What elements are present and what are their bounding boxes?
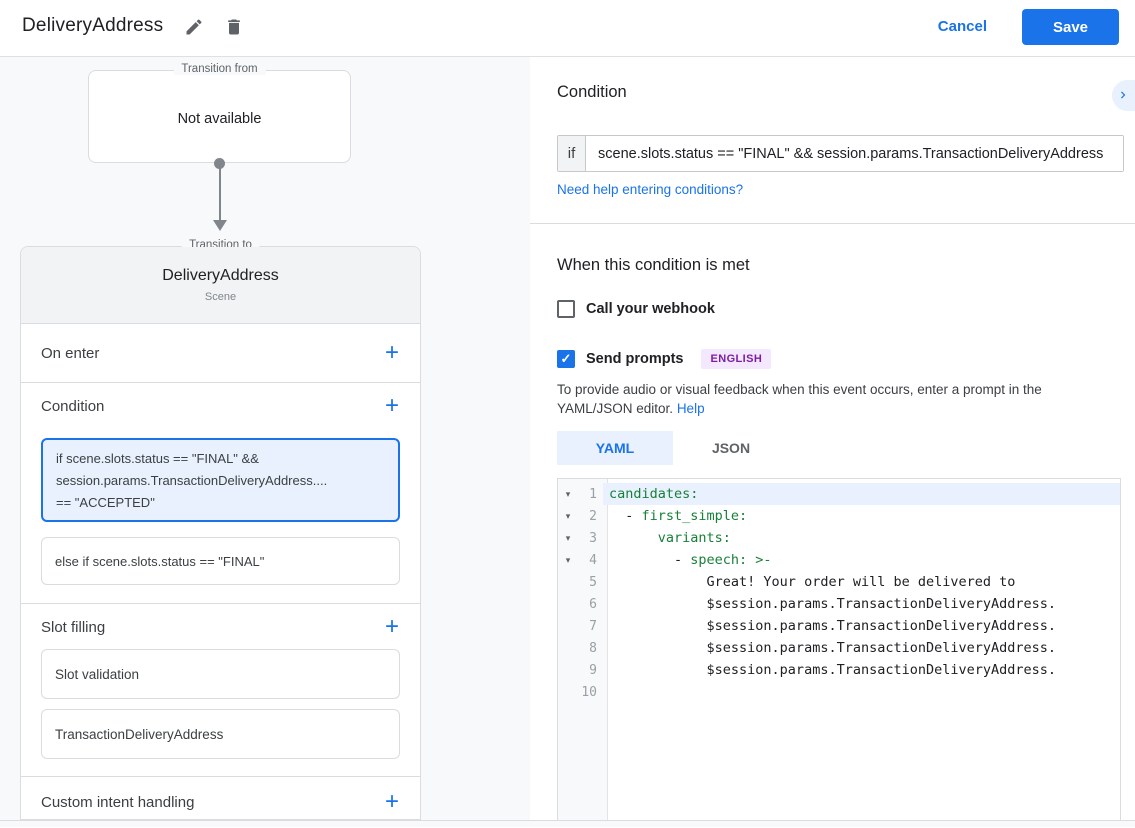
slot-filling-section-row: Slot filling + <box>21 603 420 651</box>
divider <box>21 603 420 604</box>
condition-section-row: Condition + <box>21 382 420 430</box>
code-text[interactable]: variants: <box>657 530 731 546</box>
divider <box>21 776 420 777</box>
language-badge: ENGLISH <box>701 349 772 369</box>
divider <box>21 382 420 383</box>
code-text[interactable]: $session.params.TransactionDeliveryAddre… <box>609 618 1057 634</box>
scene-card-subtitle: Scene <box>204 291 237 303</box>
pencil-icon <box>184 17 204 40</box>
code-line: 6 $session.params.TransactionDeliveryAdd… <box>558 593 1120 615</box>
save-button[interactable]: Save <box>1022 9 1119 45</box>
condition-expression-input[interactable] <box>586 136 1123 171</box>
fold-arrow-icon[interactable]: ▾ <box>565 510 571 521</box>
delete-scene-button[interactable] <box>220 14 248 42</box>
webhook-checkbox[interactable] <box>557 300 575 318</box>
webhook-label[interactable]: Call your webhook <box>586 301 715 317</box>
custom-intent-label: Custom intent handling <box>41 793 195 811</box>
transition-from-legend: Transition from <box>173 63 266 75</box>
code-text[interactable] <box>603 681 1120 703</box>
code-line: 9 $session.params.TransactionDeliveryAdd… <box>558 659 1120 681</box>
condition-expression-row: if <box>557 135 1124 172</box>
code-line: ▾ 1 candidates: <box>558 483 1120 505</box>
code-text[interactable]: $session.params.TransactionDeliveryAddre… <box>609 596 1057 612</box>
code-line: 10 <box>558 681 1120 703</box>
trash-icon <box>224 16 244 41</box>
add-slot-button[interactable]: + <box>384 613 399 640</box>
condition-card-selected[interactable]: if scene.slots.status == "FINAL" && sess… <box>41 438 400 522</box>
line-number: 7 <box>589 618 597 634</box>
scene-canvas: Transition from Not available Transition… <box>0 57 530 820</box>
code-text[interactable]: $session.params.TransactionDeliveryAddre… <box>609 662 1057 678</box>
add-custom-intent-button[interactable]: + <box>384 788 399 815</box>
fold-arrow-icon[interactable]: ▾ <box>565 532 571 543</box>
transition-from-value: Not available <box>177 111 262 127</box>
line-number: 9 <box>589 662 597 678</box>
scene-title: DeliveryAddress <box>22 15 164 36</box>
code-text[interactable]: - speech: >- <box>609 552 772 568</box>
slot-card[interactable]: TransactionDeliveryAddress <box>41 709 400 759</box>
connector-arrow-icon <box>213 220 227 231</box>
fold-arrow-icon[interactable]: ▾ <box>565 554 571 565</box>
edit-scene-button[interactable] <box>180 14 208 42</box>
bottom-strip <box>0 820 1135 827</box>
code-line: ▾ 2 - first_simple: <box>558 505 1120 527</box>
slot-filling-label: Slot filling <box>41 618 106 636</box>
condition-section-label: Condition <box>41 397 105 415</box>
prompt-help-link[interactable]: Help <box>676 401 705 416</box>
line-number: 3 <box>589 530 597 546</box>
send-prompts-label[interactable]: Send prompts <box>586 351 684 367</box>
tab-json[interactable]: JSON <box>711 440 751 456</box>
prompt-hint-body: To provide audio or visual feedback when… <box>557 382 1042 416</box>
webhook-row: Call your webhook <box>557 300 715 318</box>
collapse-panel-button[interactable] <box>1112 80 1135 111</box>
condition-panel-title: Condition <box>557 83 627 101</box>
slot-validation-card[interactable]: Slot validation <box>41 649 400 699</box>
add-condition-button[interactable]: + <box>384 392 399 419</box>
connector-line <box>219 163 221 222</box>
yaml-code-editor[interactable]: ▾ 1 candidates: ▾ 2 - first_simple: ▾ 3 … <box>557 478 1121 821</box>
code-text[interactable]: candidates: <box>603 483 1120 505</box>
divider <box>530 223 1135 224</box>
line-number: 2 <box>589 508 597 524</box>
prompt-hint-text: To provide audio or visual feedback when… <box>557 380 1113 418</box>
custom-intent-section-row: Custom intent handling + <box>21 776 420 828</box>
fold-arrow-icon[interactable]: ▾ <box>565 488 571 499</box>
line-number: 10 <box>581 684 597 700</box>
editor-tabs: YAML JSON <box>557 431 789 465</box>
code-line: ▾ 4 - speech: >- <box>558 549 1120 571</box>
line-number: 4 <box>589 552 597 568</box>
line-number: 5 <box>589 574 597 590</box>
code-text[interactable]: Great! Your order will be delivered to <box>609 574 1016 590</box>
send-prompts-row: ✓ Send prompts ENGLISH <box>557 349 772 369</box>
top-bar: DeliveryAddress Cancel Save <box>0 0 1135 57</box>
condition-detail-panel: Condition if Need help entering conditio… <box>530 57 1135 821</box>
on-enter-row: On enter + <box>21 324 420 382</box>
transition-to-card: Transition to DeliveryAddress Scene On e… <box>20 239 421 820</box>
scene-card-title: DeliveryAddress <box>162 267 279 284</box>
code-text[interactable]: - first_simple: <box>609 508 748 524</box>
line-number: 1 <box>589 486 597 502</box>
send-prompts-checkbox[interactable]: ✓ <box>557 350 575 368</box>
line-number: 8 <box>589 640 597 656</box>
code-line: 5 Great! Your order will be delivered to <box>558 571 1120 593</box>
if-prefix-label: if <box>558 136 586 171</box>
code-line: 7 $session.params.TransactionDeliveryAdd… <box>558 615 1120 637</box>
transition-from-box: Transition from Not available <box>88 63 351 163</box>
add-on-enter-button[interactable]: + <box>384 339 399 366</box>
code-line: 8 $session.params.TransactionDeliveryAdd… <box>558 637 1120 659</box>
editor-gutter <box>558 479 608 820</box>
condition-help-link[interactable]: Need help entering conditions? <box>557 182 744 197</box>
when-condition-title: When this condition is met <box>557 256 750 274</box>
scene-card-header: DeliveryAddress Scene <box>21 247 420 324</box>
tab-yaml[interactable]: YAML <box>557 431 673 465</box>
on-enter-label: On enter <box>41 344 100 362</box>
code-text[interactable]: $session.params.TransactionDeliveryAddre… <box>609 640 1057 656</box>
code-line: ▾ 3 variants: <box>558 527 1120 549</box>
condition-card-else[interactable]: else if scene.slots.status == "FINAL" <box>41 537 400 585</box>
check-icon: ✓ <box>560 351 572 366</box>
cancel-button[interactable]: Cancel <box>937 18 987 35</box>
line-number: 6 <box>589 596 597 612</box>
